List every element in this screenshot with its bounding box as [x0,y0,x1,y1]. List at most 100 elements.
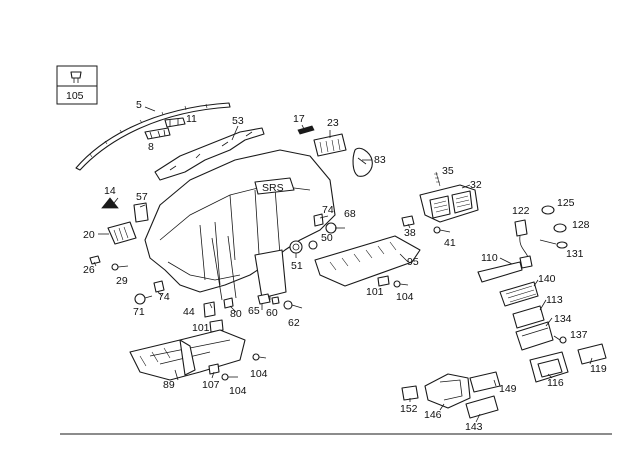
callout-14: 14 [104,185,116,197]
cup-152 [401,385,419,401]
cover-119 [577,343,607,365]
dashboard-main: SRS [144,149,336,300]
panel-134 [515,321,554,351]
trim-piece-57 [133,202,149,223]
side-vent-20 [107,221,137,245]
callout-17: 17 [293,113,305,125]
bolt-68 [325,222,345,234]
bracket-8 [144,127,171,140]
screw-104c [221,373,238,381]
callout-116: 116 [547,377,564,389]
screw-29 [111,263,129,271]
clip-65 [257,293,271,305]
dash-emblem: SRS [262,182,284,194]
ashtray-116 [529,351,569,383]
switch-122 [514,219,529,263]
callout-60: 60 [266,307,278,319]
mat-149 [469,371,501,393]
dash-top-trim [154,127,265,181]
callout-149: 149 [499,383,517,395]
callout-5: 5 [136,99,142,111]
center-console-89 [129,329,246,381]
callout-74a: 74 [322,204,334,216]
switch-panel-110 [477,255,533,283]
callout-83: 83 [374,154,386,166]
bracket-80 [223,297,234,309]
screw-104b [252,353,267,361]
callout-110: 110 [481,252,498,264]
air-vent-23 [313,133,347,157]
vent-cap-14 [101,197,119,209]
screw-35 [434,171,441,187]
bracket-101b [377,275,390,287]
callout-101a: 101 [366,286,384,298]
clip-74 [313,213,324,227]
bracket-101a [209,319,224,333]
callout-57: 57 [136,191,148,203]
callout-146: 146 [424,409,442,421]
windshield-trim-strip [75,102,231,171]
callout-128: 128 [572,219,590,231]
callout-65: 65 [248,305,260,317]
callout-143: 143 [465,421,483,433]
callout-140: 140 [538,273,556,285]
callout-35: 35 [442,165,454,177]
clip-107 [208,363,220,375]
callout-137: 137 [570,329,588,341]
callout-labels: 105 5 11 8 53 17 23 83 35 32 14 57 20 26… [66,90,607,433]
ring-51 [289,240,303,254]
callout-32: 32 [470,179,482,191]
callout-105: 105 [66,90,84,102]
screw-41 [433,226,451,234]
callout-41: 41 [444,237,456,249]
callout-71: 71 [133,306,145,318]
inset-fastener-105 [56,65,98,105]
screw-104a [393,280,409,288]
callout-44: 44 [183,306,195,318]
callout-51: 51 [291,260,303,272]
defrost-vent-17 [297,125,315,135]
callout-119: 119 [590,363,607,375]
callout-80: 80 [230,308,242,320]
callout-104a: 104 [396,291,414,303]
callout-11: 11 [186,113,197,125]
callout-122: 122 [512,205,530,217]
switch-137 [559,336,567,344]
knob-128 [553,223,567,233]
panel-113 [512,305,545,329]
clip-38 [401,215,415,227]
callout-134: 134 [554,313,572,325]
leader-lines [93,106,593,423]
callout-131: 131 [566,248,584,260]
callout-53: 53 [232,115,244,127]
callout-29: 29 [116,275,128,287]
side-cover-83 [352,147,373,177]
callout-95: 95 [407,256,419,268]
callout-23: 23 [327,117,339,129]
callout-113: 113 [546,294,563,306]
callout-104c: 104 [229,385,247,397]
callout-125: 125 [557,197,575,209]
callout-89: 89 [163,379,175,391]
knob-131 [539,239,568,249]
bracket-11 [164,117,186,128]
callout-152: 152 [400,403,418,415]
knob-125 [541,205,555,215]
bracket-44 [203,301,216,318]
callout-20: 20 [83,229,95,241]
callout-62: 62 [288,317,300,329]
callout-104b: 104 [250,368,268,380]
callout-68: 68 [344,208,356,220]
clip-60 [271,296,280,305]
knob-71 [134,293,153,305]
clip-74b [153,280,165,293]
callout-38: 38 [404,227,416,239]
callout-26: 26 [83,264,95,276]
tray-146 [424,373,471,409]
glovebox-lid-95 [314,235,421,287]
callout-101b: 101 [192,322,210,334]
cover-143 [465,395,499,419]
center-vent-32 [419,184,479,223]
screw-62 [283,300,303,310]
